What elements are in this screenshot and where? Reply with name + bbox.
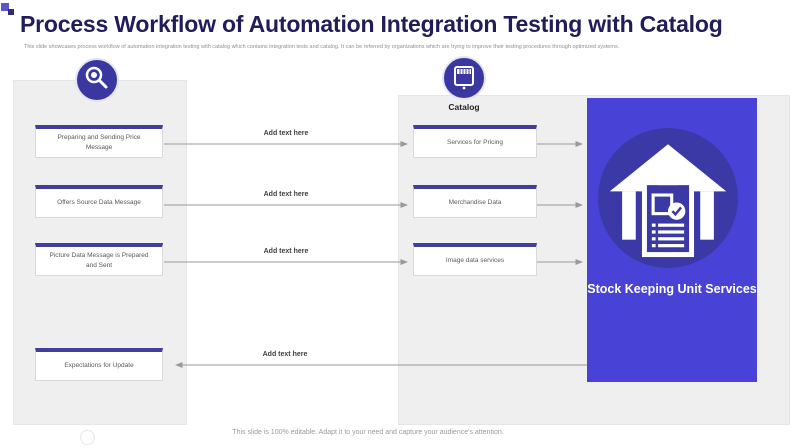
process-step-label: Offers Source Data Message — [57, 198, 141, 206]
catalog-service-label: Image data services — [445, 256, 505, 264]
process-step-label: Expectations for Update — [64, 361, 134, 369]
corner-decoration — [1, 3, 9, 11]
catalog-icon-label: Catalog — [448, 102, 480, 112]
connector-label: Add text here — [262, 351, 308, 358]
page-subtitle: This slide showcases process workflow of… — [24, 44, 620, 50]
process-step-offers-source-data: Offers Source Data Message — [35, 185, 163, 218]
stock-keeping-unit-box: Stock Keeping Unit Services — [587, 98, 757, 382]
catalog-service-image-data: Image data services — [413, 243, 537, 276]
footer-decoration-circle — [80, 430, 95, 445]
magnifier-glyph — [85, 66, 108, 89]
magnifier-icon — [75, 58, 119, 102]
catalog-service-label: Services for Pricing — [447, 138, 503, 146]
catalog-service-merchandise: Merchandise Data — [413, 185, 537, 218]
catalog-service-pricing: Services for Pricing — [413, 125, 537, 158]
catalog-glyph — [454, 66, 474, 90]
process-step-preparing-price-message: Preparing and Sending Price Message — [35, 125, 163, 158]
process-step-label: Picture Data Message is Prepared and Sen… — [49, 251, 149, 269]
footer-note: This slide is 100% editable. Adapt it to… — [232, 429, 504, 436]
corner-decoration — [8, 9, 14, 15]
catalog-service-label: Merchandise Data — [448, 198, 502, 206]
process-step-label: Preparing and Sending Price Message — [57, 133, 141, 151]
connector-label: Add text here — [263, 248, 309, 255]
connector-label: Add text here — [263, 130, 309, 137]
process-step-expectations-update: Expectations for Update — [35, 348, 163, 381]
catalog-icon — [442, 56, 486, 100]
connector-label: Add text here — [263, 191, 309, 198]
page-title: Process Workflow of Automation Integrati… — [20, 11, 723, 37]
warehouse-glyph — [609, 144, 727, 258]
process-step-picture-data-message: Picture Data Message is Prepared and Sen… — [35, 243, 163, 276]
sku-services-label: Stock Keeping Unit Services — [587, 282, 757, 296]
